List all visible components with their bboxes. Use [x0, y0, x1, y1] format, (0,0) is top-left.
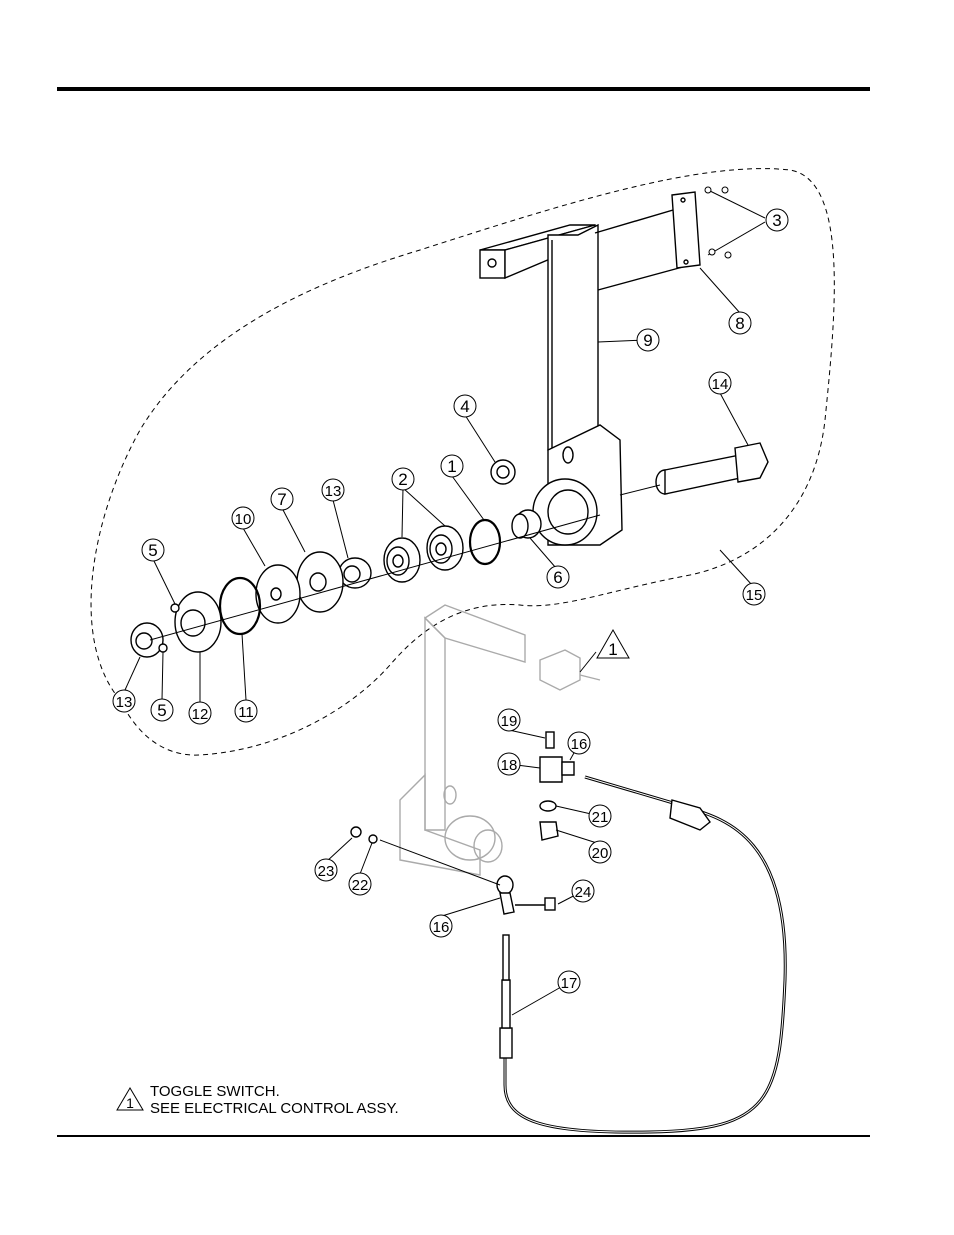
callout-c19: 19 — [498, 709, 520, 731]
callout-c17: 17 — [558, 971, 580, 993]
callout-number: 9 — [643, 331, 652, 350]
callout-c20: 20 — [589, 841, 611, 863]
pivot-pin — [656, 443, 768, 494]
callout-c6: 6 — [547, 566, 569, 588]
callout-number: 2 — [398, 470, 407, 489]
note-line-1: TOGGLE SWITCH. — [150, 1083, 399, 1100]
legend-triangle: 1 — [117, 1088, 143, 1111]
callout-number: 20 — [592, 845, 609, 862]
callout-c21: 21 — [589, 805, 611, 827]
callout-number: 15 — [746, 587, 763, 604]
callout-number: 10 — [235, 511, 252, 528]
callout-c18: 18 — [498, 753, 520, 775]
note-text: TOGGLE SWITCH. SEE ELECTRICAL CONTROL AS… — [150, 1083, 399, 1117]
callout-number: 17 — [561, 975, 578, 992]
callout-c9: 9 — [637, 329, 659, 351]
callout-c24: 24 — [572, 880, 594, 902]
callout-c14: 14 — [709, 372, 731, 394]
callout-c4: 4 — [454, 395, 476, 417]
cable-linkage — [351, 732, 574, 914]
callout-c1a: 1 — [441, 455, 463, 477]
callout-c23: 23 — [315, 859, 337, 881]
callout-number: 14 — [712, 376, 729, 393]
note-line-2: SEE ELECTRICAL CONTROL ASSY. — [150, 1100, 399, 1117]
callout-c5b: 5 — [151, 699, 173, 721]
callout-c22: 22 — [349, 873, 371, 895]
callout-number: 7 — [277, 490, 286, 509]
callout-c16b: 16 — [430, 915, 452, 937]
callout-number: 16 — [571, 736, 588, 753]
callout-c5a: 5 — [142, 539, 164, 561]
callout-number: 8 — [735, 314, 744, 333]
callout-c11: 11 — [235, 700, 257, 722]
callout-number: 24 — [575, 884, 592, 901]
legend-triangle-label: 1 — [126, 1095, 134, 1111]
callout-c16a: 16 — [568, 732, 590, 754]
callout-number: 23 — [318, 863, 335, 880]
callout-number: 13 — [325, 483, 342, 500]
callout-number: 4 — [460, 397, 469, 416]
leader-lines — [125, 268, 752, 1015]
callout-number: 1 — [447, 457, 456, 476]
callout-number: 3 — [772, 211, 781, 230]
callout-c13a: 13 — [322, 479, 344, 501]
callout-number: 21 — [592, 809, 609, 826]
callout-number: 6 — [553, 568, 562, 587]
callout-number: 13 — [116, 694, 133, 711]
callout-c10: 10 — [232, 507, 254, 529]
triangle-reference: 1 — [597, 630, 629, 659]
callout-number: 12 — [192, 706, 209, 723]
callout-number: 5 — [157, 701, 166, 720]
callout-c15: 15 — [743, 583, 765, 605]
callout-number: 5 — [148, 541, 157, 560]
callout-c3: 3 — [766, 209, 788, 231]
callout-c13b: 13 — [113, 690, 135, 712]
callout-c8: 8 — [729, 312, 751, 334]
callout-number: 16 — [433, 919, 450, 936]
callout-number: 19 — [501, 713, 518, 730]
callout-number: 22 — [352, 877, 369, 894]
callout-c2: 2 — [392, 468, 414, 490]
callout-number: 11 — [238, 704, 254, 721]
callout-c7: 7 — [271, 488, 293, 510]
callout-c12: 12 — [189, 702, 211, 724]
triangle-reference-label: 1 — [608, 640, 617, 659]
callout-number: 18 — [501, 757, 518, 774]
